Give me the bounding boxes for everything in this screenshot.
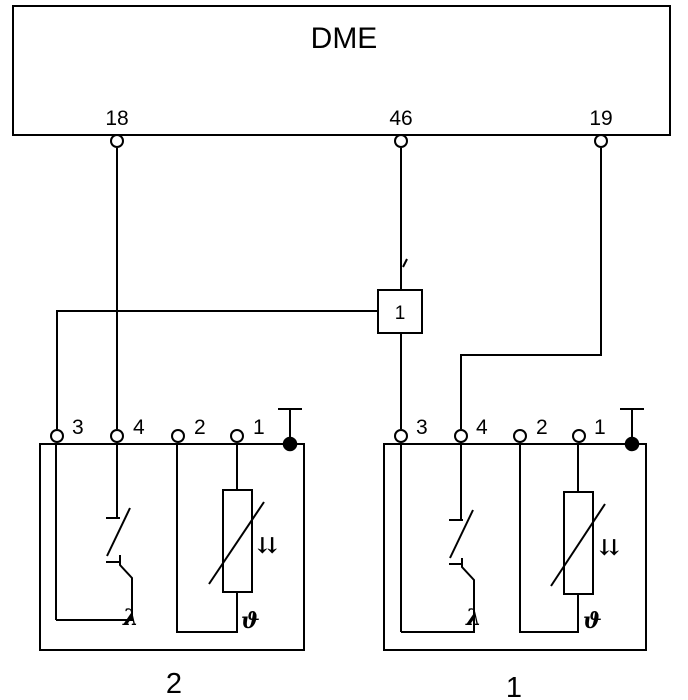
sensor-2-pin-3 [50,429,64,443]
sensor-2-pin-4-label: 4 [133,416,145,439]
sensor-2-heater-resistor [222,489,253,593]
sensor-2-pin-2-label: 2 [194,416,206,439]
sensor-2-heater-slash [208,501,265,585]
sensor-2-arrow-icon: ⇊ [257,533,277,559]
sensor-2-cell-slash [106,507,131,557]
sensor-2-pin-2 [171,429,185,443]
sensor-1-arrow-icon: ⇊ [599,535,619,561]
dme-label: DME [311,22,378,55]
sensor-1-heater-slash [550,503,606,587]
sensor-1-cell-slash [449,509,474,559]
sensor-2-lambda-symbol: λ [122,605,138,631]
sensor-1: 3 4 2 1 λ ϑ ⇊ 1 [383,408,647,700]
dme-pin-19 [594,134,608,148]
sensor-1-heater-loop [519,444,579,633]
dme-pin-18-label: 18 [105,107,128,130]
wire-relay-sensor2 [56,310,378,429]
dme-pin-19-label: 19 [589,107,612,130]
tick-mark [402,258,408,268]
sensor-2-label: 2 [166,668,182,700]
sensor-1-pin-4 [454,429,468,443]
sensor-2-pin-1 [230,429,244,443]
sensor-1-lambda-symbol: λ [465,605,481,631]
sensor-2-cell-wire [56,555,133,621]
sensor-1-pin-4-label: 4 [476,416,488,439]
relay-box [377,289,423,334]
sensor-1-pin-1 [572,429,586,443]
sensor-1-heater-resistor [563,491,594,595]
sensor-1-label: 1 [506,672,522,700]
relay-label: 1 [395,303,406,324]
dme-box [12,5,671,136]
dme-pin-46 [394,134,408,148]
sensor-1-pin-3 [394,429,408,443]
sensor-2-housing [39,443,305,651]
dme-pin-46-label: 46 [389,107,412,130]
sensor-1-heater-symbol: ϑ [583,608,602,634]
wire-19 [460,148,602,429]
sensor-1-pin-2-label: 2 [536,416,548,439]
sensor-2: 3 4 2 1 λ ϑ ⇊ 2 [39,408,305,700]
sensor-2-pin-3-label: 3 [72,416,84,439]
sensor-2-ground-dot [282,436,298,452]
sensor-1-cell-wire [401,558,475,633]
sensor-2-pin-1-label: 1 [253,416,265,439]
sensor-2-heater-symbol: ϑ [241,608,260,634]
sensor-2-heater-loop [176,444,238,633]
sensor-1-pin-1-label: 1 [594,416,606,439]
sensor-1-ground-dot [624,436,640,452]
sensor-1-pin-2 [513,429,527,443]
sensor-1-housing [383,443,647,651]
sensor-1-pin-3-label: 3 [416,416,428,439]
dme-pin-18 [110,134,124,148]
sensor-2-pin-4 [110,429,124,443]
wires [56,148,602,429]
